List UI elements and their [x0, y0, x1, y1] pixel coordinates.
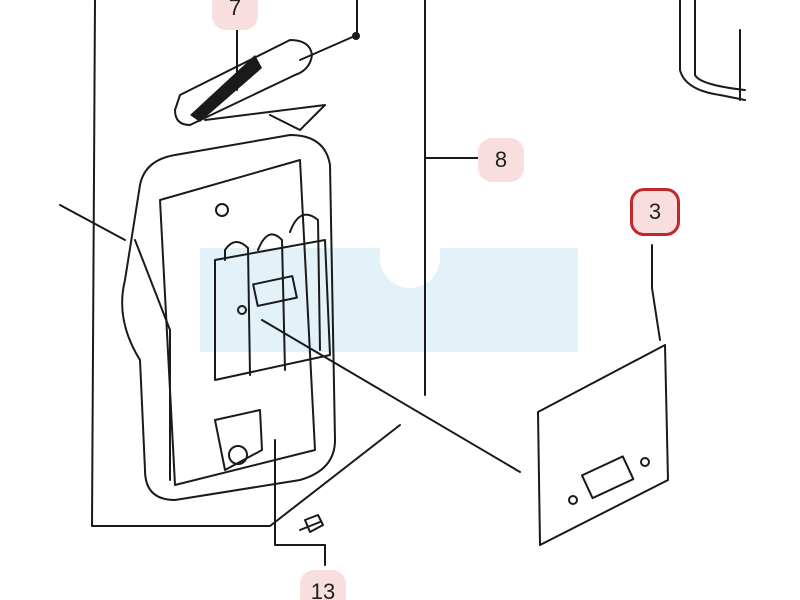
- muffler-plate: [214, 239, 331, 381]
- shield-hatching: [190, 55, 262, 122]
- callout-3-selected[interactable]: 3: [630, 188, 680, 236]
- leader-line-8: [424, 0, 481, 396]
- muffler-body: [121, 134, 336, 501]
- leader-line-13: [274, 439, 326, 566]
- gasket-3: [537, 344, 669, 546]
- callout-13[interactable]: 13: [300, 570, 346, 600]
- heat-shield: [174, 39, 313, 126]
- leader-line-gasket: [261, 319, 521, 473]
- screw-13: [299, 514, 324, 533]
- watermark-logo: [200, 248, 578, 352]
- mounting-bracket: [214, 409, 263, 471]
- leader-line-left: [91, 0, 401, 527]
- callout-8[interactable]: 8: [478, 138, 524, 182]
- leader-line-screw-top: [299, 0, 358, 61]
- callout-7[interactable]: 7: [212, 0, 258, 30]
- screw-top: [352, 32, 360, 40]
